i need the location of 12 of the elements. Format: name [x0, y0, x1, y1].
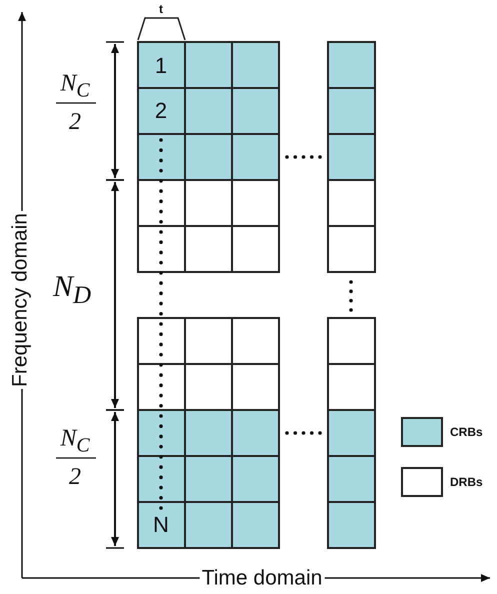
- fraction-numerator: N$_{C}$: [60, 72, 90, 100]
- row-number: 1: [154, 55, 168, 77]
- row-number: 2: [154, 100, 168, 122]
- axis-title: Frequency domain: [10, 211, 30, 389]
- fraction-denominator: 2: [69, 465, 81, 489]
- legend-label: DRBs: [450, 476, 483, 488]
- dimension-label: N$_{D}$: [52, 272, 92, 308]
- fraction-denominator: 2: [69, 110, 81, 134]
- fraction-numerator: N$_{C}$: [60, 426, 90, 456]
- row-number: N: [153, 514, 169, 536]
- legend-label: CRBs: [450, 426, 483, 438]
- column-label: t: [159, 3, 163, 15]
